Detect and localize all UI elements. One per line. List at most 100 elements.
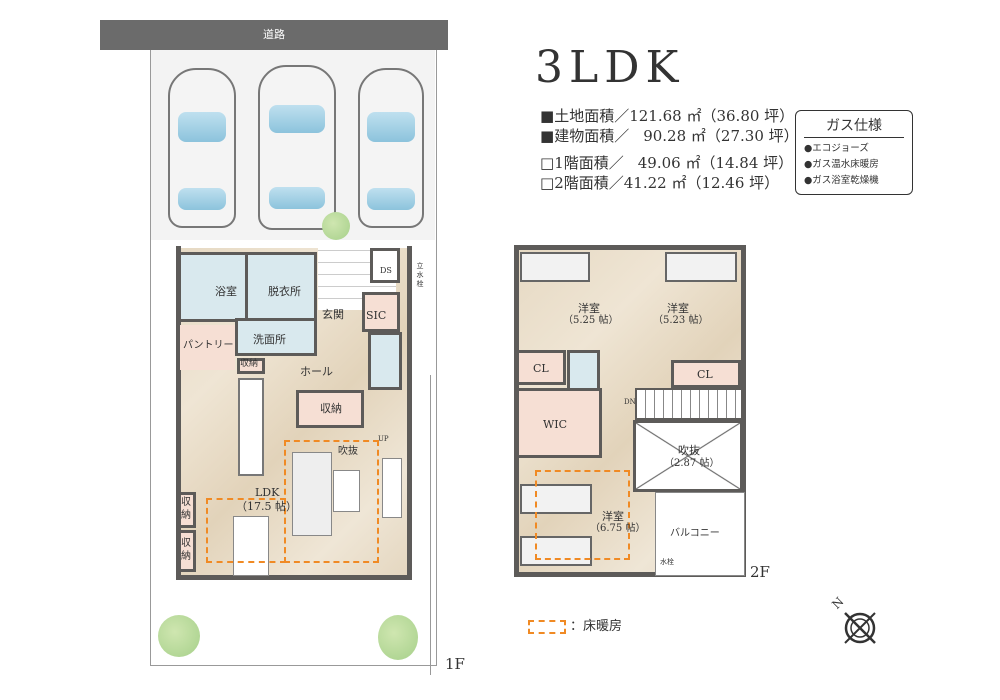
coffee-table: [333, 470, 360, 512]
area-sqm: 41.22 ㎡: [623, 173, 687, 192]
tree: [322, 212, 350, 240]
tree: [378, 615, 418, 660]
road: 道路: [100, 20, 448, 50]
balcony-label: バルコニー: [670, 528, 720, 539]
floor-heating-area: [206, 498, 286, 563]
car-3: [358, 68, 424, 228]
hall-label: ホール: [300, 365, 333, 378]
area-label: 1階面積／: [554, 153, 624, 172]
floor1-outer-wall: [176, 246, 412, 580]
area-tsubo: （12.46 坪）: [686, 173, 780, 192]
dressing-label: 脱衣所: [268, 285, 301, 298]
legend-label: ：床暖房: [570, 619, 623, 634]
washroom-label: 洗面所: [253, 333, 286, 346]
room1-size: （5.25 帖）: [563, 315, 619, 326]
road-label: 道路: [263, 28, 285, 41]
up-label: UP: [378, 435, 389, 443]
area-label: 土地面積／: [554, 107, 630, 125]
gas-spec-item: ●ガス温水床暖房: [804, 159, 879, 170]
storage-room: [296, 390, 364, 428]
area-tsubo: （27.30 坪）: [705, 127, 799, 146]
bed: [520, 252, 590, 282]
storage-side-2-label: 収納: [181, 538, 191, 562]
bath-room: [178, 252, 248, 322]
room1-label: 洋室: [578, 302, 600, 315]
ldk-size: （17.5 帖）: [236, 500, 297, 513]
legend-swatch: [528, 620, 566, 634]
marker: ■: [540, 107, 555, 125]
faucet-label: 立水栓: [416, 262, 424, 288]
room3-label: 洋室: [602, 510, 624, 523]
floor1-label: 1F: [445, 655, 465, 673]
area-sqm: 49.06 ㎡: [637, 153, 701, 172]
sofa: [292, 452, 332, 536]
ds-label: DS: [380, 266, 392, 275]
atrium-label-2f: 吹抜: [678, 444, 700, 457]
cl1-label: CL: [533, 362, 549, 375]
room3-size: （6.75 帖）: [590, 523, 646, 534]
gas-spec-box: ガス仕様 ●エコジョーズ ●ガス温水床暖房 ●ガス浴室乾燥機: [795, 110, 913, 195]
compass-icon: N: [829, 594, 885, 650]
dining-table: [233, 516, 269, 576]
entrance-label: 玄関: [322, 308, 344, 321]
floor2-label: 2F: [750, 563, 770, 581]
area-tsubo: （14.84 坪）: [700, 153, 794, 172]
sic-label: SIC: [366, 309, 387, 322]
plan-title: 3LDK: [535, 42, 685, 93]
gas-spec-item: ●ガス浴室乾燥機: [804, 175, 879, 186]
pantry: [180, 325, 235, 370]
tv-board: [382, 458, 402, 518]
area-label: 2階面積／: [554, 173, 624, 192]
car-1: [168, 68, 236, 228]
storage-side-1: [178, 492, 196, 528]
area-row-2f: □2階面積／41.22 ㎡（12.46 坪）: [540, 173, 799, 193]
sic-room: [362, 292, 400, 332]
area-row-building: ■建物面積／ 90.28 ㎡（27.30 坪）: [540, 126, 799, 146]
site-boundary: [150, 50, 437, 666]
area-sqm: 90.28 ㎡: [643, 127, 706, 146]
tree: [158, 615, 200, 657]
cl2-label: CL: [697, 368, 713, 381]
area-label: 建物面積／: [554, 127, 630, 146]
marker: □: [540, 153, 555, 172]
atrium-size: （2.87 帖）: [664, 458, 720, 469]
closet-2: [671, 360, 741, 388]
bed: [665, 252, 737, 282]
wic-room: [516, 388, 602, 458]
floor-heating-area: [284, 440, 379, 563]
neighbor-wall: [430, 375, 439, 675]
marker: ■: [540, 127, 555, 146]
storage-small: [237, 358, 265, 374]
marker: □: [540, 173, 555, 192]
area-info: ■土地面積／121.68 ㎡（36.80 坪） ■建物面積／90.28 ㎡（27…: [540, 106, 799, 193]
storage-side-1-label: 収納: [181, 497, 191, 521]
gas-spec-item: ●エコジョーズ: [804, 143, 869, 154]
balcony: [655, 492, 745, 576]
storage-small-label: 収納: [240, 359, 259, 369]
washroom: [235, 318, 317, 356]
atrium-label-1f: 吹抜: [338, 446, 358, 457]
pantry-label: パントリー: [183, 340, 234, 351]
atrium-2f: [633, 420, 743, 492]
dressing-room: [245, 252, 317, 322]
car-2: [258, 65, 336, 230]
closet-1: [516, 350, 566, 385]
storage-label: 収納: [320, 402, 342, 415]
stairs: [635, 388, 743, 420]
bath-label: 浴室: [215, 285, 237, 298]
faucet-2f-label: 水栓: [660, 558, 674, 566]
room2-size: （5.23 帖）: [653, 315, 709, 326]
storage-side-2: [178, 530, 196, 572]
dn-label: DN: [624, 398, 636, 406]
toilet-1f: [368, 332, 402, 390]
wic-label: WIC: [543, 418, 568, 431]
ds-shaft: [370, 248, 400, 283]
area-row-1f: □1階面積／ 49.06 ㎡（14.84 坪）: [540, 153, 799, 173]
gas-spec-title: ガス仕様: [804, 115, 904, 138]
area-sqm: 121.68 ㎡: [629, 107, 702, 125]
area-row-land: ■土地面積／121.68 ㎡（36.80 坪）: [540, 106, 799, 126]
ldk-label: LDK: [255, 486, 280, 499]
bed: [520, 484, 592, 514]
floor-heating-area: [535, 470, 630, 560]
area-tsubo: （36.80 坪）: [701, 107, 795, 125]
